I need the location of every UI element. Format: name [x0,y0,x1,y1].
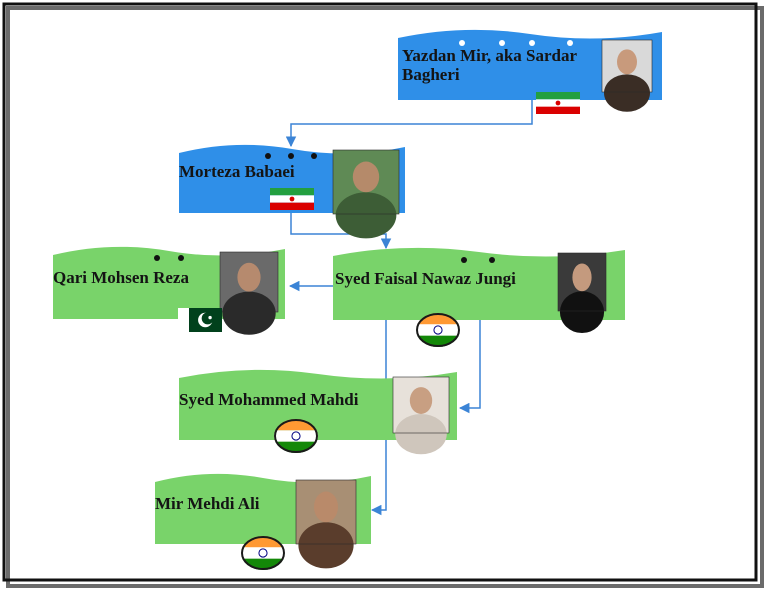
node-label-mir-mehdi-ali: Mir Mehdi Ali [155,494,260,513]
node-syed-mohammed-mahdi [179,369,457,440]
node-label-morteza-babaei: Morteza Babaei [179,162,295,181]
connector-faisal-to-mahdi [458,318,481,414]
node-shape [333,247,625,320]
node-label-syed-faisal-nawaz-jungi: Syed Faisal Nawaz Jungi [335,269,516,288]
node-dot [178,255,184,261]
node-dot [459,40,465,46]
frame-border [2,2,758,582]
iran-flag [536,92,580,114]
node-yazdan-mir [398,29,662,100]
connector-yazdan-to-morteza [285,100,533,148]
portrait-photo [295,479,357,569]
portrait-photo [219,251,279,335]
node-dot [529,40,535,46]
pakistan-flag [178,308,222,332]
node-dot [489,257,495,263]
node-dot [311,153,317,159]
node-label-yazdan-mir: Yazdan Mir, aka Sardar Bagheri [402,46,577,84]
portrait-photo [601,39,653,112]
india-flag [241,536,285,570]
frame-shadow [6,6,764,588]
portrait-photo [392,376,450,455]
node-label-qari-mohsen-reza: Qari Mohsen Reza [53,268,189,287]
node-dot [567,40,573,46]
node-syed-faisal-nawaz-jungi [333,247,625,320]
node-shape [398,29,662,100]
connector-morteza-to-faisal [290,212,392,250]
node-dot [265,153,271,159]
india-flag [416,313,460,347]
node-shape [179,369,457,440]
node-dot [499,40,505,46]
connector-group [285,100,533,516]
node-dot [461,257,467,263]
portrait-photo [332,149,400,239]
node-label-syed-mohammed-mahdi: Syed Mohammed Mahdi [179,390,359,409]
node-dot [288,153,294,159]
node-dot [154,255,160,261]
india-flag [274,419,318,453]
iran-flag [270,188,314,210]
portrait-photo [557,252,607,334]
